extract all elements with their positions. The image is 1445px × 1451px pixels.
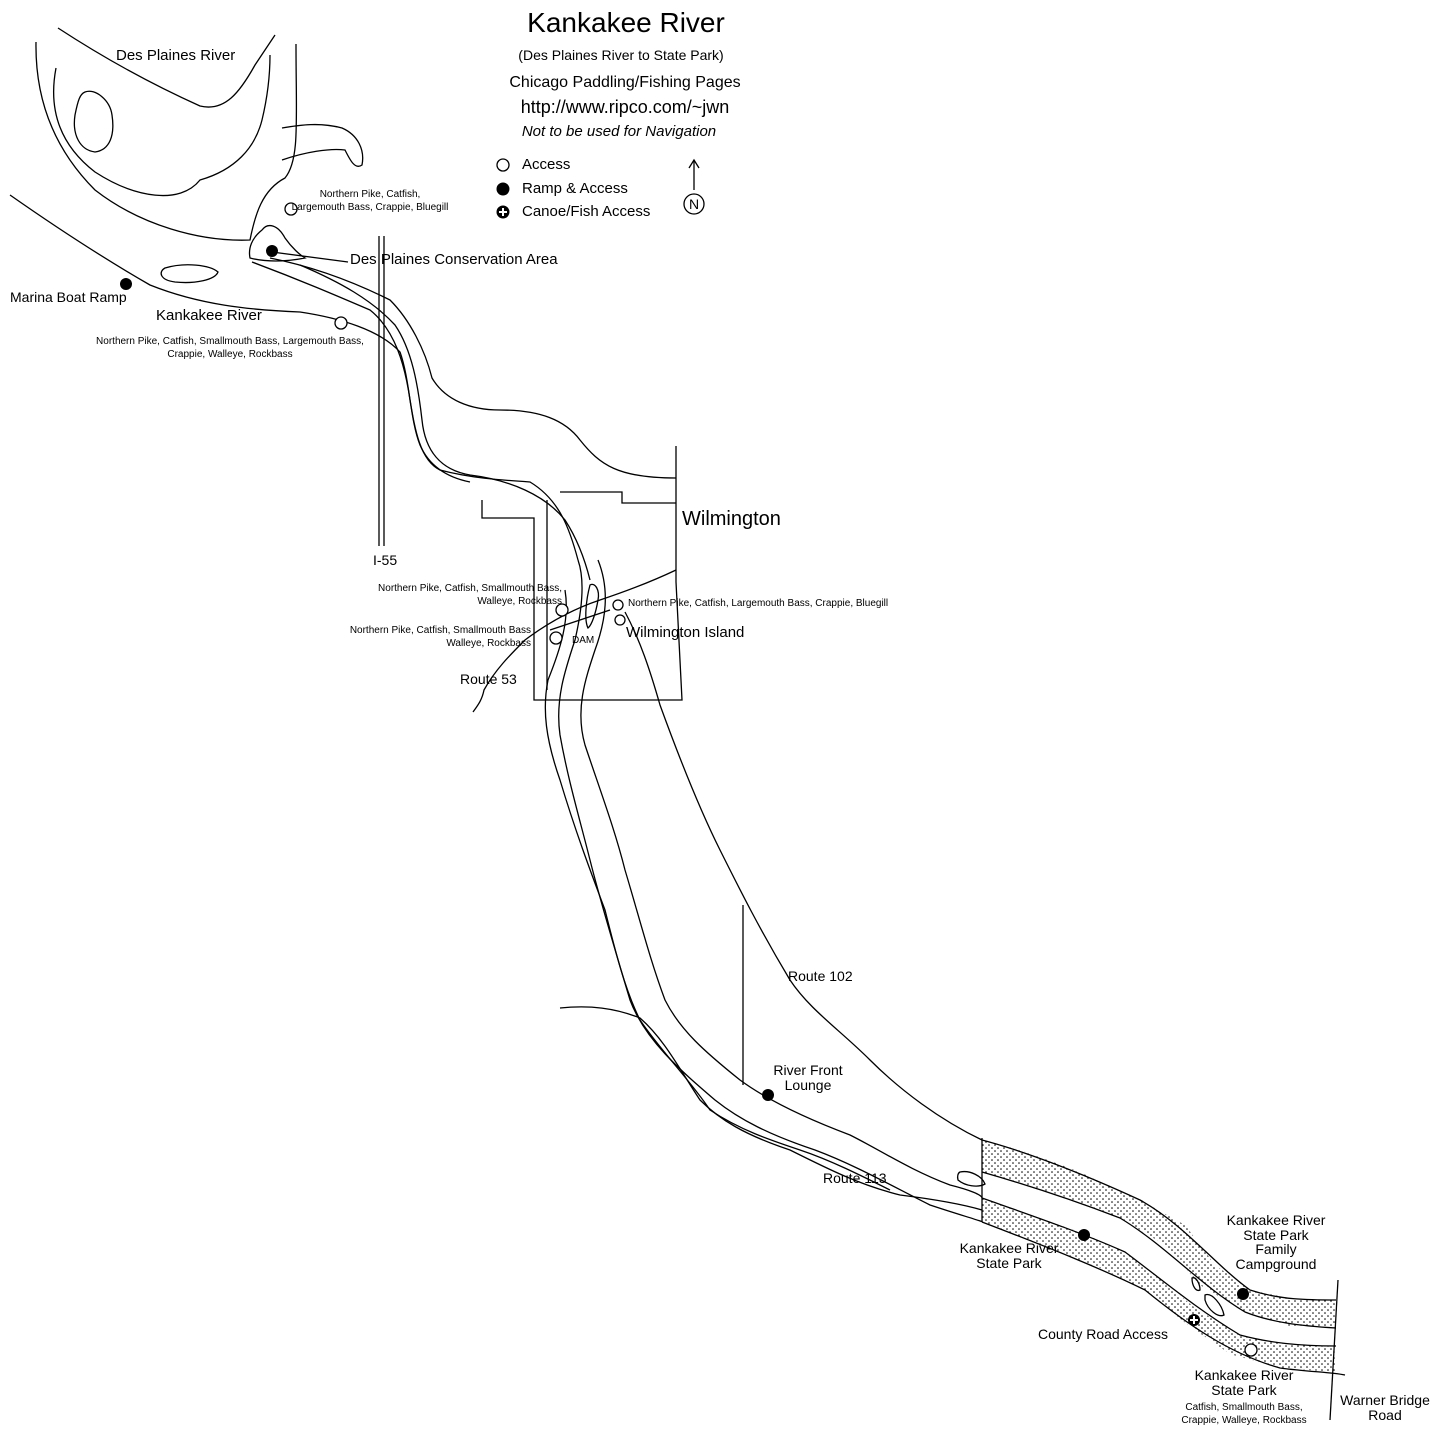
- state-park-left-label: Kankakee River State Park: [959, 1240, 1059, 1271]
- canoe-marker-plus: [1190, 1316, 1198, 1324]
- wilmington-channel-b: [580, 559, 983, 1199]
- marina-boat-ramp-label: Marina Boat Ramp: [10, 289, 127, 305]
- fish-list-top: Northern Pike, Catfish, Largemouth Bass,…: [291, 189, 449, 213]
- dam-label: DAM: [572, 635, 595, 646]
- fish-list-wilmington-3: Northern Pike, Catfish, Largemouth Bass,…: [628, 598, 889, 609]
- state-park-area-south: [982, 1198, 1336, 1372]
- warner-bridge-road: [1329, 1279, 1339, 1421]
- fish-list-wilmington-1: Northern Pike, Catfish, Smallmouth Bass,…: [378, 583, 562, 607]
- conservation-peninsula: [248, 224, 307, 262]
- legend-access-marker: [496, 158, 510, 172]
- access-marker-kankakee: [334, 316, 348, 330]
- route102-label: Route 102: [788, 968, 853, 984]
- lower-river-mid-bank-a: [981, 1171, 1337, 1329]
- legend-ramp-marker: [496, 182, 510, 196]
- route53-road: [472, 569, 677, 713]
- fish-list-bottom: Catfish, Smallmouth Bass, Crappie, Walle…: [1181, 1402, 1307, 1426]
- kankakee-river-label: Kankakee River: [156, 307, 262, 324]
- wilmington-boundary-west: [481, 446, 683, 701]
- kankakee-south-bank-upper: [251, 261, 579, 561]
- map-subtitle: (Des Plaines River to State Park): [518, 47, 724, 63]
- north-arrow-head: [688, 158, 700, 169]
- ramp-marker-conservation: [266, 245, 278, 257]
- county-road-access-label: County Road Access: [1038, 1326, 1168, 1342]
- des-plaines-loop-bank: [35, 41, 298, 241]
- wilmington-boundary-north: [560, 491, 676, 504]
- marina-island: [160, 264, 219, 284]
- access-marker-w1: [555, 603, 569, 617]
- ramp-marker-riverfront: [762, 1089, 774, 1101]
- upper-channel-bank-a: [281, 123, 364, 167]
- state-park-bottom-label: Kankakee River State Park: [1194, 1367, 1294, 1398]
- access-marker-top: [284, 202, 298, 216]
- site-name: Chicago Paddling/Fishing Pages: [509, 74, 741, 91]
- legend-access-label: Access: [522, 156, 571, 173]
- fish-list-kankakee: Northern Pike, Catfish, Smallmouth Bass,…: [96, 336, 364, 360]
- access-marker-bottom: [1244, 1343, 1258, 1357]
- ramp-marker-marina: [120, 278, 132, 290]
- wilmington-channel-c: [624, 611, 983, 1141]
- north-arrow-circle: [683, 193, 705, 215]
- wilmington-island-label: Wilmington Island: [626, 624, 745, 641]
- kankakee-north-bank-upper: [269, 257, 677, 479]
- state-park-area-north: [982, 1140, 1336, 1328]
- dam-line: [549, 609, 611, 631]
- warner-bridge-road-label: Warner Bridge Road: [1340, 1392, 1430, 1423]
- lower-island-a: [956, 1170, 986, 1187]
- river-front-lounge-label: River Front Lounge: [773, 1062, 843, 1093]
- ramp-marker-campground: [1237, 1288, 1249, 1300]
- wilmington-bank-d: [544, 589, 891, 1191]
- lower-river-mid-bank-b: [981, 1197, 1337, 1347]
- des-plaines-inner-bank: [53, 54, 271, 197]
- lower-island-c: [1204, 1293, 1225, 1317]
- conservation-pointer: [271, 251, 349, 263]
- ramp-marker-statepark: [1078, 1229, 1090, 1241]
- des-plaines-north-bank: [57, 27, 276, 108]
- legend-canoe-label: Canoe/Fish Access: [522, 203, 651, 220]
- route113-road: [559, 1006, 983, 1211]
- i55-label: I-55: [373, 552, 398, 568]
- north-arrow-label: N: [688, 196, 700, 212]
- des-plaines-river-label: Des Plaines River: [116, 47, 236, 64]
- access-marker-w3: [612, 599, 624, 611]
- legend-ramp-label: Ramp & Access: [522, 180, 628, 197]
- lower-island-b: [1191, 1277, 1201, 1292]
- wilmington-label: Wilmington: [682, 508, 781, 530]
- fish-list-wilmington-2: Northern Pike, Catfish, Smallmouth Bass …: [349, 625, 531, 649]
- site-url[interactable]: http://www.ripco.com/~jwn: [520, 97, 730, 117]
- navigation-note: Not to be used for Navigation: [521, 123, 717, 140]
- wilmington-channel-a: [558, 559, 983, 1223]
- route113-label: Route 113: [823, 1170, 887, 1186]
- legend-canoe-plus: [499, 208, 507, 216]
- route53-label: Route 53: [460, 671, 517, 687]
- access-marker-island: [614, 614, 626, 626]
- lower-river-north-bank: [981, 1139, 1337, 1301]
- upper-island: [73, 90, 114, 153]
- map-title: Kankakee River: [527, 7, 725, 38]
- lower-river-south-bank: [981, 1221, 1346, 1376]
- conservation-area-label: Des Plaines Conservation Area: [350, 251, 558, 268]
- access-marker-w2: [549, 631, 563, 645]
- wilmington-island-shape: [585, 583, 600, 629]
- state-park-campground-label: Kankakee River State Park Family Campgro…: [1226, 1212, 1326, 1273]
